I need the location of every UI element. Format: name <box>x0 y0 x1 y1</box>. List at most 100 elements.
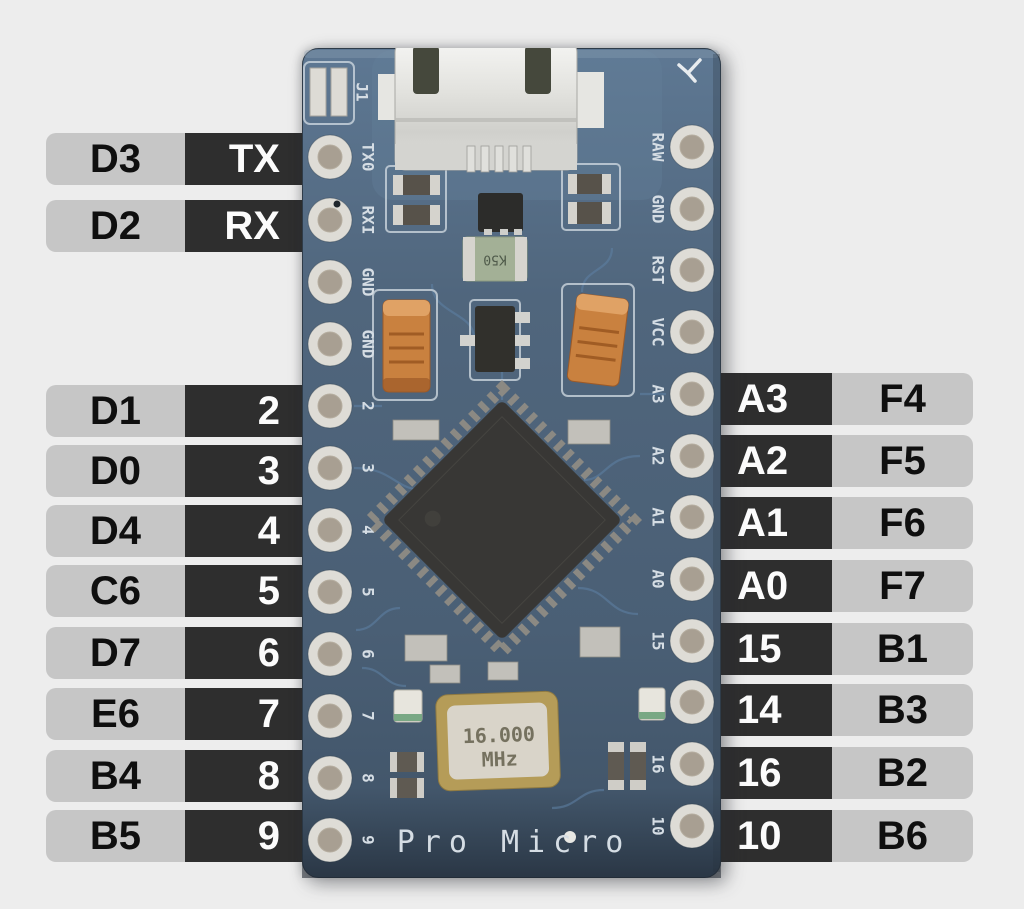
silkscreen-label: 8 <box>359 773 378 783</box>
port-label: B2 <box>832 747 973 799</box>
pin-hole <box>307 507 353 553</box>
silkscreen-label: RST <box>649 256 668 285</box>
silkscreen-label: 15 <box>649 631 668 650</box>
port-label: D1 <box>46 385 185 437</box>
port-label: F5 <box>832 435 973 487</box>
pin-hole <box>669 741 715 787</box>
silkscreen-label: 6 <box>359 649 378 659</box>
j1-pads: J1 <box>309 67 372 117</box>
pin-row: E6 7 <box>46 688 302 740</box>
port-label: D4 <box>46 505 185 557</box>
port-label: F7 <box>832 560 973 612</box>
pin-hole <box>669 803 715 849</box>
pin-label: RX <box>185 200 302 252</box>
pin-label: 6 <box>185 627 302 679</box>
via-dot <box>333 200 341 208</box>
pin-hole <box>669 679 715 725</box>
silkscreen-label: A3 <box>649 384 668 403</box>
tantalum-capacitor-right <box>566 293 629 387</box>
silkscreen-label: RAW <box>649 133 668 162</box>
silkscreen-left-column: TX0 RXI GND GND 2 3 4 5 6 7 8 9 <box>359 143 378 845</box>
pin-label: TX <box>185 133 302 185</box>
port-label: B6 <box>832 810 973 862</box>
silkscreen-label: 5 <box>359 587 378 597</box>
pin-hole <box>307 259 353 305</box>
pin-row: A1 F6 <box>721 497 973 549</box>
port-label: B3 <box>832 684 973 736</box>
port-label: C6 <box>46 565 185 617</box>
pin-label: 8 <box>185 750 302 802</box>
usb-slot <box>413 48 439 94</box>
micro-usb-connector <box>378 48 604 173</box>
silkscreen-label: VCC <box>649 318 668 347</box>
pin-hole <box>669 556 715 602</box>
pin-row: D7 6 <box>46 627 302 679</box>
port-label: F4 <box>832 373 973 425</box>
pin-row: B4 8 <box>46 750 302 802</box>
pin-row: D1 2 <box>46 385 302 437</box>
board-title: Pro Micro <box>397 825 632 860</box>
smd-resistors-bottom <box>390 742 646 798</box>
silkscreen-label: RXI <box>359 206 378 235</box>
pin-hole <box>307 197 353 243</box>
silkscreen-label: TX0 <box>359 143 378 172</box>
pin-label: A3 <box>721 373 832 425</box>
pin-label: 14 <box>721 684 832 736</box>
pin-label: 3 <box>185 445 302 497</box>
pin-holes-right <box>669 124 715 849</box>
small-ic <box>478 193 523 235</box>
mcu-chip <box>361 379 643 661</box>
pin-hole <box>307 134 353 180</box>
pin-hole <box>669 186 715 232</box>
pin-row: D4 4 <box>46 505 302 557</box>
pin-row: 16 B2 <box>721 747 973 799</box>
pin-label: 9 <box>185 810 302 862</box>
silkscreen-label: 2 <box>359 401 378 411</box>
usb-pins <box>466 145 532 173</box>
silkscreen-label: 10 <box>649 816 668 835</box>
port-label: B4 <box>46 750 185 802</box>
pin-holes-left <box>307 134 353 863</box>
pin-label: 16 <box>721 747 832 799</box>
led-right <box>638 687 666 721</box>
voltage-regulator <box>460 306 530 372</box>
usb-slot <box>525 48 551 94</box>
fiducial-dot <box>564 831 576 843</box>
pin-hole <box>669 433 715 479</box>
silkscreen-label: A0 <box>649 569 668 588</box>
pin-label: 4 <box>185 505 302 557</box>
port-label: D0 <box>46 445 185 497</box>
pin-hole <box>307 383 353 429</box>
pin-hole <box>669 247 715 293</box>
silkscreen-right-column: RAW GND RST VCC A3 A2 A1 A0 15 14 16 10 <box>649 133 668 836</box>
smd-resistors-top <box>393 174 611 225</box>
silkscreen-label: A2 <box>649 446 668 465</box>
pin-label: 2 <box>185 385 302 437</box>
silkscreen-label: 9 <box>359 835 378 845</box>
pin-row: D2 RX <box>46 200 302 252</box>
pin-hole <box>307 817 353 863</box>
port-label: B1 <box>832 623 973 675</box>
ptc-fuse: K50 <box>462 236 528 282</box>
pin-label: A0 <box>721 560 832 612</box>
silkscreen-label: 16 <box>649 754 668 773</box>
crystal-unit: MHz <box>481 746 518 771</box>
pin-row: A2 F5 <box>721 435 973 487</box>
silkscreen-label: GND <box>359 330 378 359</box>
pin-row: B5 9 <box>46 810 302 862</box>
port-label: E6 <box>46 688 185 740</box>
pin-hole <box>307 755 353 801</box>
pin-label: A2 <box>721 435 832 487</box>
pin-hole <box>307 693 353 739</box>
pin-label: 10 <box>721 810 832 862</box>
port-label: D7 <box>46 627 185 679</box>
pin-hole <box>669 494 715 540</box>
silkscreen-label: 4 <box>359 525 378 535</box>
silkscreen-label: 7 <box>359 711 378 721</box>
pin-hole <box>307 569 353 615</box>
pin-label: 7 <box>185 688 302 740</box>
pcb-traces <box>353 247 666 810</box>
pin-row: A3 F4 <box>721 373 973 425</box>
pin-row: C6 5 <box>46 565 302 617</box>
